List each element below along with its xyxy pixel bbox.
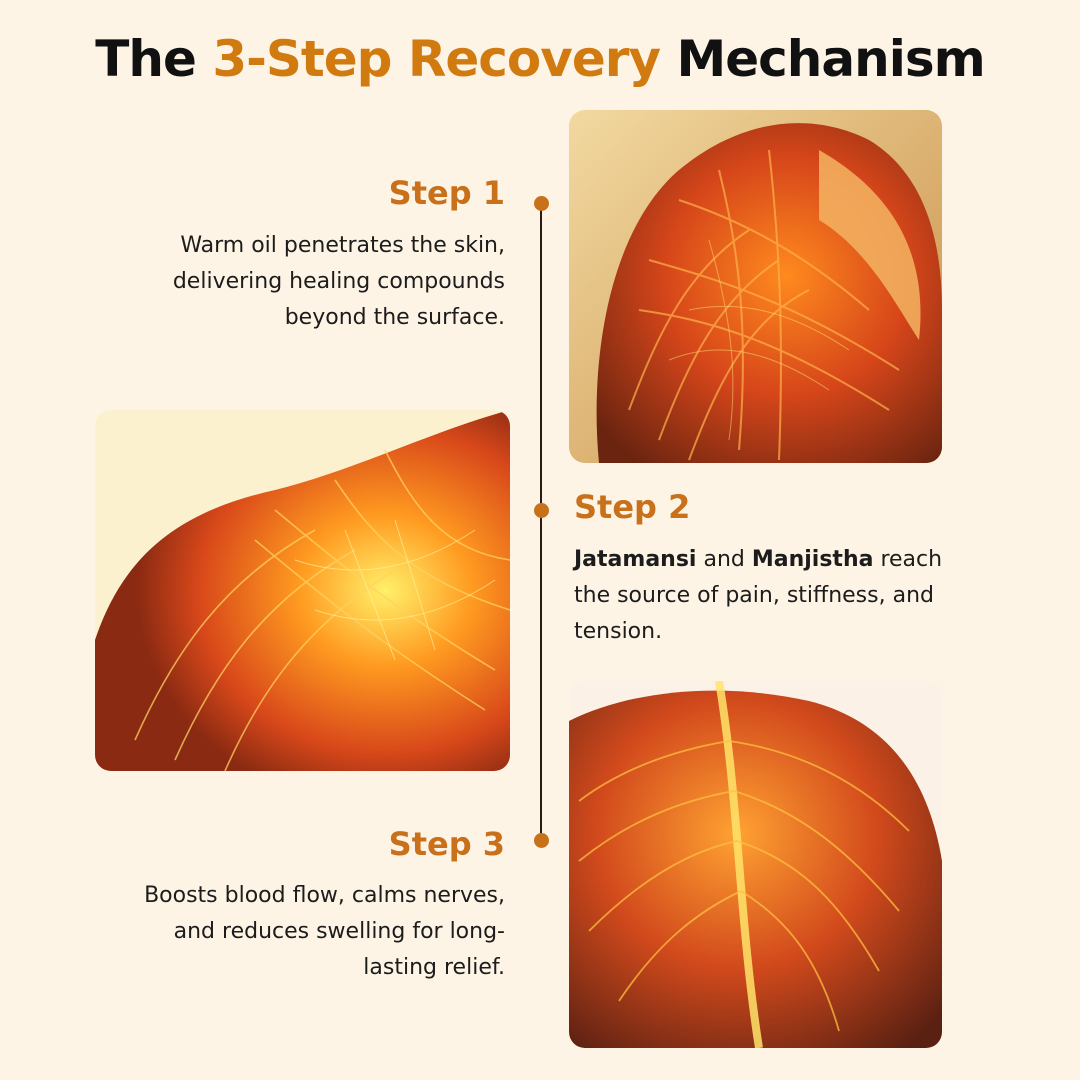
timeline-dot-step-1 <box>534 196 549 211</box>
timeline-dot-step-2 <box>534 503 549 518</box>
page-title: The 3-Step Recovery Mechanism <box>0 30 1080 88</box>
step-2-heading: Step 2 <box>574 488 691 526</box>
title-part-1: The <box>95 30 213 88</box>
shoulder-muscles-illustration <box>95 410 510 771</box>
title-accent: 3-Step Recovery <box>212 30 661 88</box>
step-1-text: Warm oil penetrates the skin, delivering… <box>172 233 505 330</box>
title-part-2: Mechanism <box>660 30 985 88</box>
timeline-dot-step-3 <box>534 833 549 848</box>
ingredient-manjistha: Manjistha <box>751 547 874 572</box>
step-2-text: Jatamansi and Manjistha reach the source… <box>574 542 964 650</box>
step-3-heading: Step 3 <box>388 825 505 863</box>
step-2-text-and: and <box>696 547 752 572</box>
spine-nerves-illustration <box>569 681 942 1048</box>
back-muscles-illustration <box>569 110 942 463</box>
step-1-heading: Step 1 <box>388 174 505 212</box>
step-2-text-rest: reach the source of pain, stiffness, and… <box>574 547 943 644</box>
step-3-text: Boosts blood flow, calms nerves, and red… <box>144 883 505 980</box>
ingredient-jatamansi: Jatamansi <box>574 547 697 572</box>
timeline-line <box>540 203 542 840</box>
